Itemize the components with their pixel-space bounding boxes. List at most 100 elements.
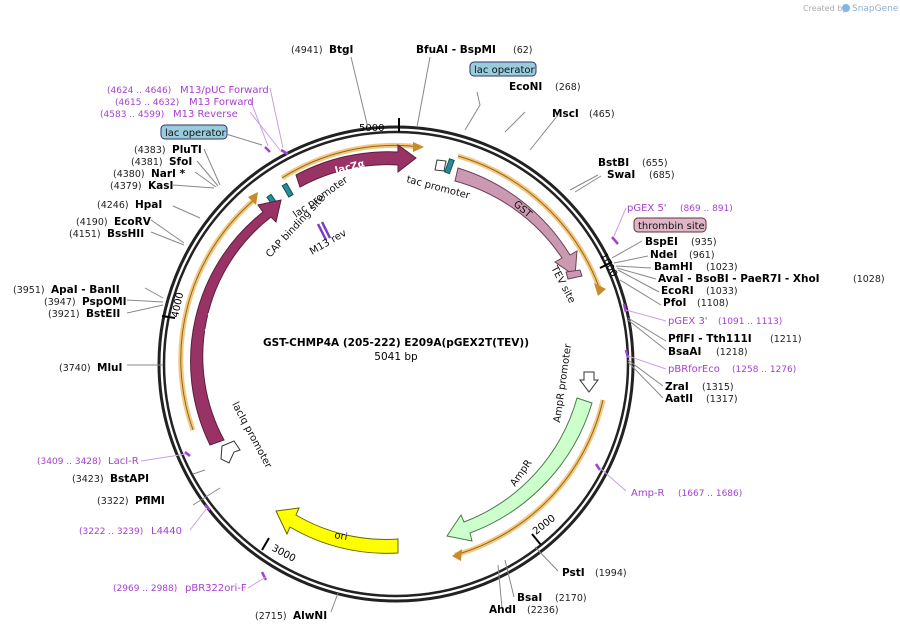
site-zrai[interactable]: ZraI (1315) bbox=[665, 381, 734, 393]
primer-m13r[interactable]: (4583 .. 4599) M13 Reverse bbox=[100, 109, 238, 120]
svg-text:4000: 4000 bbox=[170, 291, 186, 318]
svg-text:(1315): (1315) bbox=[702, 382, 734, 393]
site-pflmi[interactable]: (3322) PflMI bbox=[97, 495, 165, 507]
primer-m13f[interactable]: (4615 .. 4632) M13 Forward bbox=[115, 97, 254, 108]
site-btgi[interactable]: (4941) BtgI bbox=[291, 44, 353, 56]
svg-text:(3947): (3947) bbox=[44, 297, 76, 308]
tick-5000: 5000 bbox=[359, 118, 400, 134]
primer-pbrforeco[interactable]: pBRforEco (1258 .. 1276) bbox=[668, 364, 796, 375]
site-ndei[interactable]: NdeI (961) bbox=[650, 249, 715, 261]
svg-text:(4246): (4246) bbox=[97, 200, 129, 211]
svg-text:(2236): (2236) bbox=[527, 605, 559, 616]
backbone-inner bbox=[162, 130, 630, 598]
ampr-arrow[interactable] bbox=[446, 397, 593, 542]
site-sfoi[interactable]: (4381) SfoI bbox=[131, 156, 192, 168]
svg-text:M13 Forward: M13 Forward bbox=[189, 97, 254, 108]
site-pfoi[interactable]: PfoI (1108) bbox=[663, 297, 729, 309]
site-pflfi[interactable]: PflFI - Tth111I (1211) bbox=[668, 333, 802, 345]
site-apai[interactable]: (3951) ApaI - BanII bbox=[13, 284, 120, 296]
primer-m13puc[interactable]: (4624 .. 4646) M13/pUC Forward bbox=[107, 85, 269, 96]
svg-text:PstI: PstI bbox=[562, 567, 585, 579]
site-msci[interactable]: MscI (465) bbox=[552, 108, 615, 120]
site-ecorv[interactable]: (4190) EcoRV bbox=[76, 216, 152, 228]
svg-text:MluI: MluI bbox=[97, 362, 122, 374]
svg-text:(3423): (3423) bbox=[72, 474, 104, 485]
svg-text:lac operator: lac operator bbox=[474, 65, 535, 76]
svg-text:KasI: KasI bbox=[148, 180, 173, 192]
svg-text:(4615 .. 4632): (4615 .. 4632) bbox=[115, 98, 179, 108]
svg-text:(4190): (4190) bbox=[76, 217, 108, 228]
svg-text:SwaI: SwaI bbox=[607, 169, 635, 181]
svg-text:NarI *: NarI * bbox=[151, 168, 186, 180]
laci-label: lacI bbox=[204, 312, 218, 333]
svg-text:(3322): (3322) bbox=[97, 496, 129, 507]
svg-text:AatII: AatII bbox=[665, 393, 693, 405]
m13-rev-mark-2 bbox=[320, 221, 332, 239]
site-bsshii[interactable]: (4151) BssHII bbox=[69, 228, 144, 240]
site-alwni[interactable]: (2715) AlwNI bbox=[255, 610, 327, 622]
lac-operator-left-box[interactable]: lac operator bbox=[160, 124, 228, 140]
svg-text:(465): (465) bbox=[589, 109, 615, 120]
site-kasi[interactable]: (4379) KasI bbox=[110, 180, 173, 192]
lac-operator-top-box[interactable]: lac operator bbox=[469, 61, 537, 77]
svg-text:BamHI: BamHI bbox=[654, 261, 693, 273]
svg-text:PfoI: PfoI bbox=[663, 297, 686, 309]
primer-ampr[interactable]: Amp-R (1667 .. 1686) bbox=[631, 488, 742, 499]
svg-text:PflMI: PflMI bbox=[135, 495, 165, 507]
primer-pgex5[interactable]: pGEX 5' (869 .. 891) bbox=[627, 203, 733, 214]
svg-text:EcoRI: EcoRI bbox=[661, 285, 694, 297]
site-ahdi[interactable]: AhdI (2236) bbox=[489, 604, 559, 616]
svg-text:thrombin site: thrombin site bbox=[638, 221, 705, 232]
svg-text:(1028): (1028) bbox=[853, 274, 885, 285]
site-psti[interactable]: PstI (1994) bbox=[562, 567, 627, 579]
site-ecori[interactable]: EcoRI (1033) bbox=[661, 285, 738, 297]
lac-operator-mark-left bbox=[281, 182, 294, 198]
svg-text:(1218): (1218) bbox=[716, 347, 748, 358]
svg-text:M13 Reverse: M13 Reverse bbox=[173, 109, 238, 120]
svg-text:(4151): (4151) bbox=[69, 229, 101, 240]
svg-text:Amp-R: Amp-R bbox=[631, 488, 665, 499]
site-bamhi[interactable]: BamHI (1023) bbox=[654, 261, 738, 273]
site-pspomi[interactable]: (3947) PspOMI bbox=[44, 296, 127, 308]
site-econi[interactable]: EcoNI (268) bbox=[509, 81, 581, 93]
site-bstapi[interactable]: (3423) BstAPI bbox=[72, 473, 149, 485]
svg-text:pBRforEco: pBRforEco bbox=[668, 364, 720, 375]
primer-pgex3[interactable]: pGEX 3' (1091 .. 1113) bbox=[668, 316, 782, 327]
ampr-line bbox=[454, 399, 604, 556]
svg-text:BsaI: BsaI bbox=[517, 592, 542, 604]
site-hpai[interactable]: (4246) HpaI bbox=[97, 199, 162, 211]
site-nari[interactable]: (4380) NarI * bbox=[113, 168, 186, 180]
tick-4000: 4000 bbox=[161, 291, 186, 319]
site-bstbi[interactable]: BstBI (655) bbox=[598, 157, 668, 169]
svg-text:(4381): (4381) bbox=[131, 157, 163, 168]
site-bsaai[interactable]: BsaAI (1218) bbox=[668, 346, 748, 358]
svg-text:EcoNI: EcoNI bbox=[509, 81, 542, 93]
site-avai[interactable]: AvaI - BsoBI - PaeR7I - XhoI (1028) bbox=[658, 273, 885, 285]
ori-arrow[interactable] bbox=[275, 507, 399, 554]
primer-lacir[interactable]: (3409 .. 3428) LacI-R bbox=[37, 456, 139, 467]
site-aatii[interactable]: AatII (1317) bbox=[665, 393, 738, 405]
gst-line bbox=[457, 155, 601, 291]
site-mlui[interactable]: (3740) MluI bbox=[59, 362, 122, 374]
tev-site-arrow[interactable] bbox=[565, 269, 583, 280]
primer-leaders bbox=[140, 87, 667, 589]
lacZa-arrow[interactable] bbox=[295, 144, 417, 188]
svg-text:(3951): (3951) bbox=[13, 285, 45, 296]
site-bsteii[interactable]: (3921) BstEII bbox=[48, 308, 120, 320]
thrombin-site-box[interactable]: thrombin site bbox=[633, 217, 707, 233]
lac-operator-mark-top bbox=[444, 158, 455, 175]
svg-text:BsaAI: BsaAI bbox=[668, 346, 701, 358]
primer-l4440[interactable]: (3222 .. 3239) L4440 bbox=[79, 526, 182, 537]
site-pluti[interactable]: (4383) PluTI bbox=[134, 144, 202, 156]
primer-pbr322ori[interactable]: (2969 .. 2988) pBR322ori-F bbox=[113, 583, 247, 594]
laci-arrow[interactable] bbox=[190, 199, 282, 446]
plasmid-name: GST-CHMP4A (205-222) E209A(pGEX2T(TEV)) bbox=[263, 337, 529, 349]
svg-text:(2715): (2715) bbox=[255, 611, 287, 622]
svg-text:(1091 .. 1113): (1091 .. 1113) bbox=[718, 317, 782, 327]
site-bspei[interactable]: BspEI (935) bbox=[645, 236, 717, 248]
ampr-promoter-label: AmpR promoter bbox=[552, 342, 574, 423]
site-swai[interactable]: SwaI (685) bbox=[607, 169, 675, 181]
site-bspmi[interactable]: BfuAI - BspMI (62) bbox=[416, 44, 533, 56]
site-bsai[interactable]: BsaI (2170) bbox=[517, 592, 587, 604]
watermark-brand: SnapGene bbox=[852, 4, 899, 14]
